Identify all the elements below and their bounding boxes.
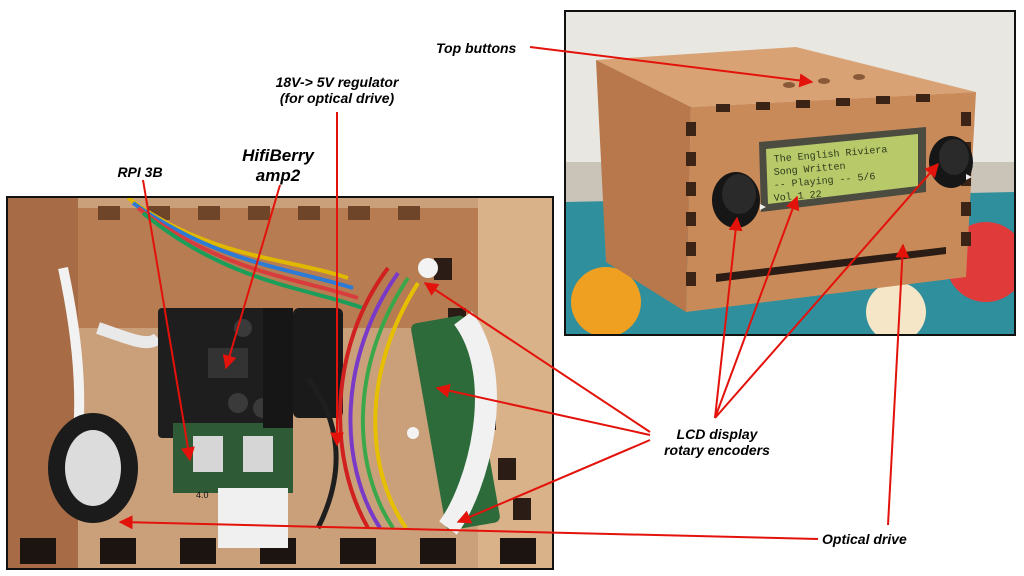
label-optical-drive: Optical drive [822, 531, 907, 547]
label-rpi: RPI 3B [117, 164, 163, 180]
label-lcd-line1: LCD display [676, 426, 758, 442]
label-lcd: LCD display rotary encoders [652, 426, 782, 458]
optical-drive-slot [716, 247, 946, 282]
arrow-top-buttons [529, 46, 814, 88]
left-rotary-knob [712, 172, 766, 228]
label-top-buttons: Top buttons [436, 40, 517, 56]
lcd-screen [766, 134, 918, 204]
label-regulator: 18V-> 5V regulator (for optical drive) [262, 74, 412, 106]
label-hifiberry-line1: HifiBerry [242, 146, 314, 165]
arrow-lcd-inside-3 [456, 439, 651, 524]
arrow-lcd-outside-1 [714, 216, 743, 419]
arrow-lcd-outside-3 [714, 162, 939, 419]
label-regulator-line2: (for optical drive) [279, 90, 395, 107]
right-rotary-knob [929, 136, 973, 188]
arrow-hifiberry [222, 184, 281, 370]
arrow-optical-drive-outside [887, 243, 910, 526]
arrow-lcd-outside-2 [714, 195, 800, 419]
arrow-rpi [142, 179, 195, 462]
arrow-optical-drive-inside [118, 515, 819, 540]
exterior-photo: The English Riviera Song Written -- Play… [564, 10, 1016, 336]
label-lcd-line2: rotary encoders [664, 442, 770, 459]
arrow-lcd-inside-1 [423, 282, 651, 433]
arrow-lcd-inside-2 [435, 383, 651, 436]
label-hifiberry-line2: amp2 [255, 165, 301, 185]
usb-label: 4.0 [196, 490, 209, 500]
label-hifiberry: HifiBerry amp2 [230, 146, 326, 185]
label-regulator-line1: 18V-> 5V regulator [275, 74, 399, 90]
